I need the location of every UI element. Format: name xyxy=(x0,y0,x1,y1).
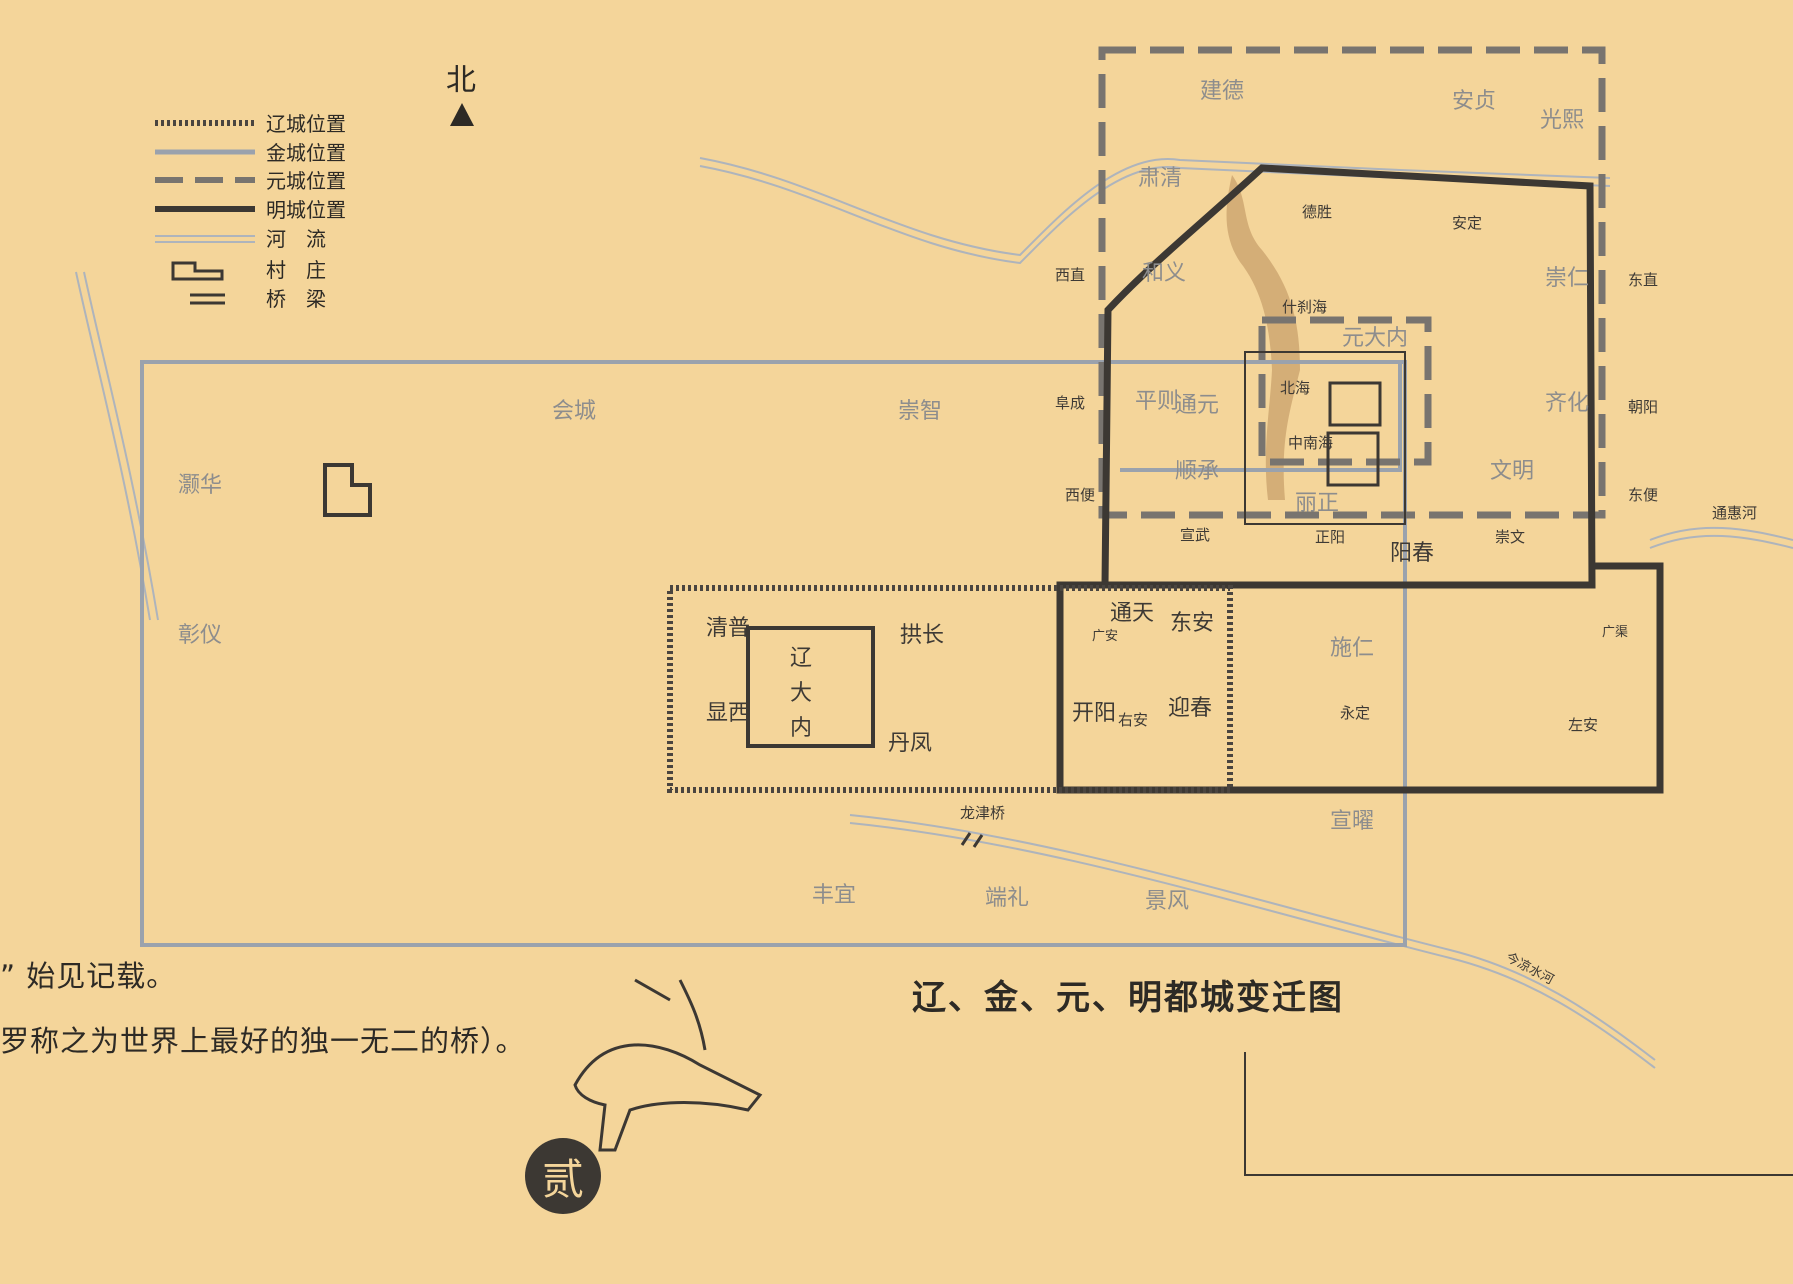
village-icon xyxy=(323,463,372,517)
bridge-icon-b xyxy=(972,834,984,848)
gate-desheng: 德胜 xyxy=(1302,203,1332,221)
inner-palace-box-b xyxy=(1326,431,1380,487)
river-tonghui-b xyxy=(1649,534,1793,549)
legend-ming-label: 明城位置 xyxy=(266,198,346,222)
liao-palace-char-2: 大 xyxy=(790,681,812,706)
gate-chongzhi: 崇智 xyxy=(898,399,942,424)
gate-shuncheng: 顺承 xyxy=(1175,459,1219,484)
legend-bridge-label: 桥 梁 xyxy=(266,287,326,311)
gate-kaiyang: 开阳 xyxy=(1072,701,1116,726)
river-north xyxy=(699,157,1611,257)
gate-tongyuan: 通元 xyxy=(1175,393,1219,418)
gate-qingpu: 清普 xyxy=(706,616,750,641)
horse-rider-illustration xyxy=(573,978,763,1152)
liao-palace-char-3: 内 xyxy=(790,716,812,741)
gate-xianxi: 显西 xyxy=(706,701,750,726)
gate-yingchun: 迎春 xyxy=(1168,696,1212,721)
gate-zuoan: 左安 xyxy=(1568,716,1598,734)
gate-gongchen: 拱长 xyxy=(900,623,944,648)
gate-guangxi: 光熙 xyxy=(1540,108,1584,133)
page-number-badge: 贰 xyxy=(525,1138,601,1214)
gate-duanli: 端礼 xyxy=(985,886,1029,911)
lake-beihai: 北海 xyxy=(1280,379,1310,397)
river-west xyxy=(75,271,151,621)
gate-jiande: 建德 xyxy=(1200,79,1244,104)
gate-dongan: 东安 xyxy=(1170,611,1214,636)
gate-dongbian: 东便 xyxy=(1628,486,1658,504)
gate-zhengyang: 正阳 xyxy=(1315,528,1345,546)
map-title: 辽、金、元、明都城变迁图 xyxy=(912,978,1344,1018)
yuan-palace-wall xyxy=(1258,316,1432,466)
yangchun-label: 阳春 xyxy=(1390,541,1434,566)
ming-outer-city xyxy=(1056,562,1664,794)
gate-chaoyang: 朝阳 xyxy=(1628,398,1658,416)
jin-city-wall xyxy=(140,360,1407,947)
river-liangshui-label: 今凉水河 xyxy=(1503,949,1556,988)
body-text-line-1: ” 始见记载。 xyxy=(0,959,177,993)
river-tonghui xyxy=(1649,526,1793,541)
liao-palace-char-1: 辽 xyxy=(790,646,812,671)
gate-haohua: 灏华 xyxy=(178,473,222,498)
bridge-label: 龙津桥 xyxy=(960,804,1005,822)
gate-anding: 安定 xyxy=(1452,214,1482,232)
lake-zhongnanhai: 中南海 xyxy=(1288,434,1333,452)
river-north-b xyxy=(699,165,1611,265)
gate-dongzhi: 东直 xyxy=(1628,271,1658,289)
gate-xizhi: 西直 xyxy=(1055,266,1085,284)
ming-inner-city xyxy=(1101,164,1596,589)
legend-village-icon xyxy=(171,261,224,281)
gate-qihua: 齐化 xyxy=(1545,391,1589,416)
shichahai-water xyxy=(1226,175,1300,500)
legend-yuan-label: 元城位置 xyxy=(266,169,346,193)
yuan-palace-label: 元大内 xyxy=(1342,326,1408,351)
gate-fucheng: 阜成 xyxy=(1055,394,1085,412)
compass-label: 北 xyxy=(446,63,476,98)
gate-xuanwu: 宣武 xyxy=(1180,526,1210,544)
bridge-icon-a xyxy=(960,832,972,846)
gate-guangan: 广安 xyxy=(1092,629,1118,644)
legend-jin-label: 金城位置 xyxy=(266,141,346,165)
gate-xuanyao: 宣曜 xyxy=(1330,809,1374,834)
yuan-city-wall xyxy=(1098,46,1606,519)
liao-palace-box xyxy=(746,626,875,748)
gate-guangqu: 广渠 xyxy=(1602,625,1628,640)
gate-zhangyi: 彰仪 xyxy=(178,623,222,648)
legend-village-label: 村 庄 xyxy=(266,258,326,282)
gate-suqing: 肃清 xyxy=(1138,166,1182,191)
gate-chongwen: 崇文 xyxy=(1495,528,1525,546)
river-liangshui xyxy=(849,814,1656,1061)
river-west-b xyxy=(83,271,159,621)
gate-tongtian: 通天 xyxy=(1110,601,1154,626)
gate-fengyi: 丰宜 xyxy=(812,883,856,908)
gate-youan: 右安 xyxy=(1118,711,1148,729)
gate-danfeng: 丹凤 xyxy=(888,731,932,756)
legend: 辽城位置 金城位置 元城位置 明城位置 河 流 村 庄 桥 梁 xyxy=(155,112,346,311)
liao-city-wall xyxy=(667,585,1233,793)
gate-anzhen: 安贞 xyxy=(1452,89,1496,114)
gate-huicheng: 会城 xyxy=(552,399,596,424)
corner-frame xyxy=(1244,1052,1793,1176)
body-text-line-2: 罗称之为世界上最好的独一无二的桥）。 xyxy=(0,1024,526,1058)
jin-palace-outline xyxy=(1120,360,1402,472)
river-liangshui-b xyxy=(849,822,1656,1069)
gate-lizheng: 丽正 xyxy=(1295,491,1339,516)
gate-pingze: 平则 xyxy=(1135,389,1179,414)
lake-shichahai: 什刹海 xyxy=(1282,298,1327,316)
gate-heyi: 和义 xyxy=(1142,261,1186,286)
gate-chongren: 崇仁 xyxy=(1545,266,1589,291)
rivers xyxy=(75,157,1793,1069)
river-tonghui-label: 通惠河 xyxy=(1712,504,1757,522)
legend-liao-label: 辽城位置 xyxy=(266,112,346,136)
gate-xibian: 西便 xyxy=(1065,486,1095,504)
inner-palace-box xyxy=(1328,381,1382,427)
gate-jingfeng: 景风 xyxy=(1145,889,1189,914)
jin-palace-box xyxy=(1244,351,1406,525)
gate-wenming: 文明 xyxy=(1490,459,1534,484)
legend-river-label: 河 流 xyxy=(266,227,326,251)
north-arrow-icon xyxy=(450,103,474,126)
gate-shiren: 施仁 xyxy=(1330,636,1374,661)
gate-yongding: 永定 xyxy=(1340,704,1370,722)
